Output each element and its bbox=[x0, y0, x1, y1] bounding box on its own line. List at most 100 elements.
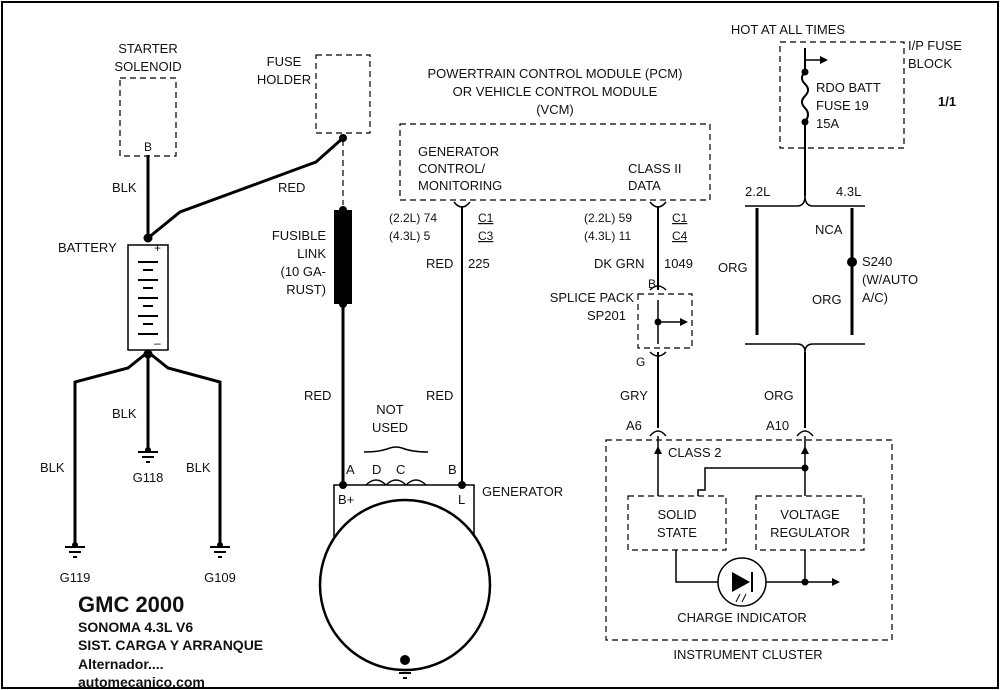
blk-g119-label: BLK bbox=[40, 460, 65, 475]
circuit-225: 225 bbox=[468, 256, 490, 271]
org-left-label: ORG bbox=[718, 260, 748, 275]
ip-fuse-block-1: I/P FUSE bbox=[908, 38, 962, 53]
footer-title: GMC 2000 bbox=[78, 592, 184, 617]
g118-label: G118 bbox=[133, 470, 164, 485]
fuse-19-symbol bbox=[801, 71, 809, 123]
gen-pin-l: L bbox=[458, 492, 465, 507]
gen-control-3: MONITORING bbox=[418, 178, 502, 193]
not-used-2: USED bbox=[372, 420, 408, 435]
blk-g109-label: BLK bbox=[186, 460, 211, 475]
gen-control-1: GENERATOR bbox=[418, 144, 499, 159]
footer-line2: SIST. CARGA Y ARRANQUE bbox=[78, 637, 263, 653]
gen-pin-b: B bbox=[448, 462, 457, 477]
splice-pin-b: B bbox=[648, 277, 656, 291]
dkgrn-label: DK GRN bbox=[594, 256, 645, 271]
solid-state-1: SOLID bbox=[657, 507, 696, 522]
gen-conn-1: C1 bbox=[478, 211, 494, 225]
footer-line4: automecanico.com bbox=[78, 674, 205, 690]
pcm-title-2: OR VEHICLE CONTROL MODULE bbox=[453, 84, 658, 99]
cluster-pin-a6: A6 bbox=[626, 418, 642, 433]
voltage-regulator-2: REGULATOR bbox=[770, 525, 850, 540]
fusible-link-3: (10 GA- bbox=[280, 264, 326, 279]
fusible-link-2: LINK bbox=[297, 246, 326, 261]
footer-line3: Alternador.... bbox=[78, 656, 164, 672]
pcm-title-3: (VCM) bbox=[536, 102, 574, 117]
instrument-cluster-label: INSTRUMENT CLUSTER bbox=[673, 647, 822, 662]
org-lower-label: ORG bbox=[764, 388, 794, 403]
charge-indicator-label: CHARGE INDICATOR bbox=[677, 610, 807, 625]
voltage-regulator-1: VOLTAGE bbox=[780, 507, 840, 522]
fusible-link-1: FUSIBLE bbox=[272, 228, 327, 243]
org-right-label: ORG bbox=[812, 292, 842, 307]
gen-control-2: CONTROL/ bbox=[418, 161, 486, 176]
pcm-box bbox=[399, 123, 711, 201]
red-fuse-label: RED bbox=[278, 180, 305, 195]
red-lower-left: RED bbox=[304, 388, 331, 403]
generator-label: GENERATOR bbox=[482, 484, 563, 499]
g109-label: G109 bbox=[204, 570, 236, 585]
fuse-holder-box bbox=[315, 54, 371, 134]
charge-indicator-lamp bbox=[717, 557, 767, 607]
s240-label-3: A/C) bbox=[862, 290, 888, 305]
data-pin-22: (2.2L) 59 bbox=[584, 211, 632, 225]
gen-pin-a: A bbox=[346, 462, 355, 477]
class2-label: CLASS 2 bbox=[668, 445, 721, 460]
wire-blk-g109 bbox=[147, 350, 222, 545]
ip-fuse-block-box bbox=[779, 41, 905, 149]
generator-symbol bbox=[318, 479, 492, 672]
s240-label-2: (W/AUTO bbox=[862, 272, 918, 287]
battery-symbol: + – bbox=[127, 233, 169, 359]
svg-text:+: + bbox=[154, 241, 161, 255]
class2-data-2: DATA bbox=[628, 178, 661, 193]
fuse-holder-label: FUSE bbox=[267, 54, 302, 69]
svg-text:–: – bbox=[154, 336, 161, 350]
ip-fuse-block-2: BLOCK bbox=[908, 56, 952, 71]
splice-pack-2: SP201 bbox=[587, 308, 626, 323]
blk-solenoid-label: BLK bbox=[112, 180, 137, 195]
data-conn-1: C1 bbox=[672, 211, 688, 225]
battery-label: BATTERY bbox=[58, 240, 117, 255]
starter-solenoid-label-2: SOLENOID bbox=[114, 59, 181, 74]
fusible-link-4: RUST) bbox=[286, 282, 326, 297]
blk-g118-label: BLK bbox=[112, 406, 137, 421]
starter-solenoid-label: STARTER bbox=[118, 41, 177, 56]
fuse19-2: FUSE 19 bbox=[816, 98, 869, 113]
pcm-title-1: POWERTRAIN CONTROL MODULE (PCM) bbox=[428, 66, 683, 81]
splice-pack-1: SPLICE PACK bbox=[550, 290, 635, 305]
fuse19-3: 15A bbox=[816, 116, 839, 131]
gen-conn-2: C3 bbox=[478, 229, 494, 243]
footer-line1: SONOMA 4.3L V6 bbox=[78, 619, 193, 635]
gen-pin-22: (2.2L) 74 bbox=[389, 211, 437, 225]
page-number: 1/1 bbox=[938, 94, 956, 109]
data-conn-2: C4 bbox=[672, 229, 688, 243]
red-225-label: RED bbox=[426, 256, 453, 271]
class2-data-1: CLASS II bbox=[628, 161, 681, 176]
red-lower-mid: RED bbox=[426, 388, 453, 403]
fuse-holder-label-2: HOLDER bbox=[257, 72, 311, 87]
data-pin-43: (4.3L) 11 bbox=[584, 229, 631, 243]
s240-label-1: S240 bbox=[862, 254, 892, 269]
circuit-1049: 1049 bbox=[664, 256, 693, 271]
fuse19-1: RDO BATT bbox=[816, 80, 881, 95]
variant-22: 2.2L bbox=[745, 184, 770, 199]
not-used-1: NOT bbox=[376, 402, 404, 417]
solid-state-2: STATE bbox=[657, 525, 697, 540]
solid-state-box bbox=[627, 495, 727, 551]
gen-pin-c: C bbox=[396, 462, 405, 477]
wire-red-fuse bbox=[147, 136, 344, 240]
nca-label: NCA bbox=[815, 222, 843, 237]
splice-pin-g: G bbox=[636, 355, 645, 369]
gen-pin-43: (4.3L) 5 bbox=[389, 229, 431, 243]
g119-label: G119 bbox=[60, 570, 91, 585]
gen-pin-bplus: B+ bbox=[338, 492, 354, 507]
gen-pin-d: D bbox=[372, 462, 381, 477]
wire-blk-g119 bbox=[73, 350, 149, 545]
s240-splice bbox=[847, 257, 857, 267]
hot-at-all-times: HOT AT ALL TIMES bbox=[731, 22, 845, 37]
voltage-regulator-box bbox=[755, 495, 865, 551]
solenoid-pin-b: B bbox=[144, 140, 152, 154]
splice-pack-box bbox=[637, 293, 693, 349]
